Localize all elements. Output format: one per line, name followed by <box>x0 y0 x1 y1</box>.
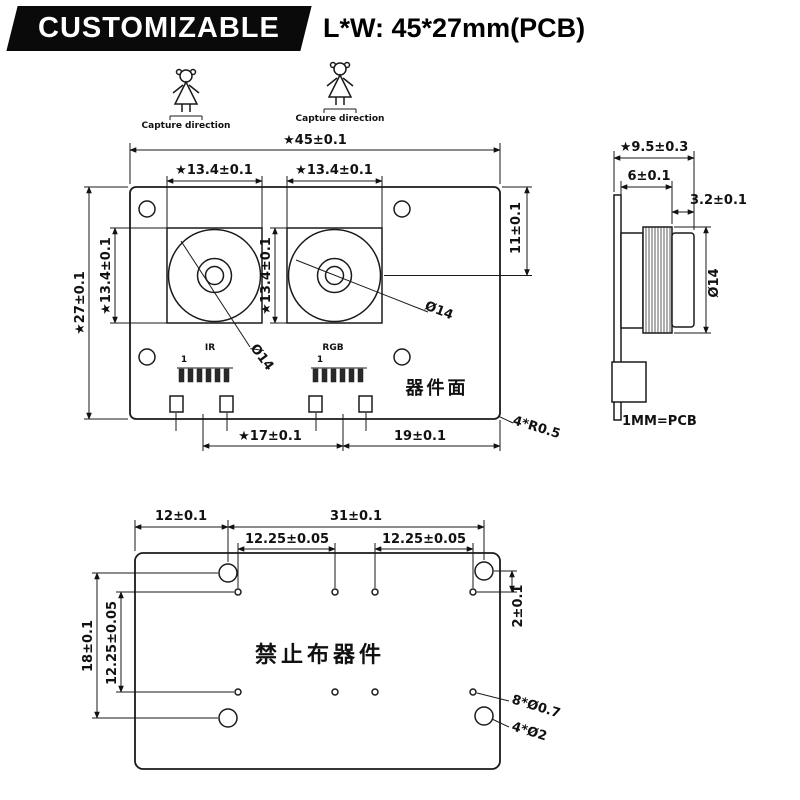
pin-pitch-dim: 1 <box>181 355 187 365</box>
lens-aperture-right <box>316 257 353 294</box>
knurling-texture <box>645 227 671 333</box>
via-hole <box>469 588 477 596</box>
via-hole <box>234 588 242 596</box>
dim-cap-depth: 3.2±0.1 <box>690 193 747 208</box>
lens-holder-left <box>166 227 263 324</box>
size-subtitle: L*W: 45*27mm(PCB) <box>323 13 586 43</box>
dim-total-depth: ★9.5±0.3 <box>620 140 689 155</box>
lens-barrel-left <box>167 228 262 323</box>
dim-hole-pitch-vertical: 18±0.1 <box>81 620 96 672</box>
ir-label: IR <box>205 343 215 353</box>
component-side-label: 器件面 <box>405 377 469 399</box>
dim-big-holes: 4*Ø2 <box>510 719 549 744</box>
via-hole <box>331 688 339 696</box>
dim-holder-depth: 6±0.1 <box>628 169 671 184</box>
pcb-thickness-note: 1MM=PCB <box>622 414 697 429</box>
via-hole <box>371 588 379 596</box>
capture-direction-right-label: Capture direction <box>296 114 385 124</box>
dim-lens-right-height: ★13.4±0.1 <box>259 237 274 315</box>
front-view: IR RGB 1 <box>73 133 562 451</box>
rgb-label: RGB <box>322 343 343 353</box>
dim-lens-left-width: ★13.4±0.1 <box>175 163 253 178</box>
dim-connector-pitch: ★17±0.1 <box>238 429 302 444</box>
dim-pad-pitch-top-right: 12.25±0.05 <box>382 532 466 547</box>
dim-edge-to-pad: 2±0.1 <box>511 585 526 628</box>
capture-direction-left-label: Capture direction <box>142 121 231 131</box>
back-view: 禁止布器件 12±0.1 31±0.1 12.25±0.05 12.25±0.0… <box>81 509 562 770</box>
dim-lens-left-height: ★13.4±0.1 <box>99 237 114 315</box>
dim-pad-pitch-vertical: 12.25±0.05 <box>105 601 120 685</box>
via-hole <box>371 688 379 696</box>
mount-hole <box>474 561 494 581</box>
person-icon <box>323 61 357 114</box>
dim-edge-to-lens-center: 11±0.1 <box>509 202 524 254</box>
dim-connector-to-edge: 19±0.1 <box>394 429 446 444</box>
dim-side-lens-diameter: Ø14 <box>707 268 722 297</box>
mount-hole <box>393 348 411 366</box>
pin-pitch-dim: 1 <box>317 355 323 365</box>
lens-holder-side <box>620 232 644 329</box>
mount-hole <box>138 348 156 366</box>
keepout-label: 禁止布器件 <box>255 642 385 668</box>
side-view: ★9.5±0.3 6±0.1 3.2±0.1 Ø14 1MM=PCB <box>611 140 747 429</box>
mount-hole <box>393 200 411 218</box>
dim-hole-pitch: 31±0.1 <box>330 509 382 524</box>
lens-pupil-left <box>204 265 225 286</box>
via-hole <box>469 688 477 696</box>
lens-cap-side <box>671 232 695 328</box>
dim-lens-right-width: ★13.4±0.1 <box>295 163 373 178</box>
via-hole <box>234 688 242 696</box>
connector-left: 1 <box>169 355 234 413</box>
via-hole <box>331 588 339 596</box>
capture-direction-left: Capture direction <box>142 68 231 131</box>
person-icon <box>169 68 203 121</box>
mount-hole <box>218 708 238 728</box>
capture-direction-right: Capture direction <box>296 61 385 124</box>
mount-hole <box>474 706 494 726</box>
dim-small-holes: 8*Ø0.7 <box>510 692 562 721</box>
dim-width-total: ★45±0.1 <box>283 133 347 148</box>
dim-edge-to-hole: 12±0.1 <box>155 509 207 524</box>
pad <box>358 395 373 413</box>
pad <box>308 395 323 413</box>
pad <box>169 395 184 413</box>
lens-barrel-side <box>642 226 673 334</box>
dim-height-total: ★27±0.1 <box>73 271 88 335</box>
mount-hole <box>138 200 156 218</box>
connector-right: 1 <box>308 355 373 413</box>
lens-pupil-right <box>324 265 345 286</box>
dim-pad-pitch-top-left: 12.25±0.05 <box>245 532 329 547</box>
mount-hole <box>218 563 238 583</box>
pad <box>219 395 234 413</box>
lens-barrel-right <box>287 228 382 323</box>
lens-holder-right <box>286 227 383 324</box>
connector-side <box>611 361 647 403</box>
dim-corner-radius: 4*R0.5 <box>511 413 562 442</box>
